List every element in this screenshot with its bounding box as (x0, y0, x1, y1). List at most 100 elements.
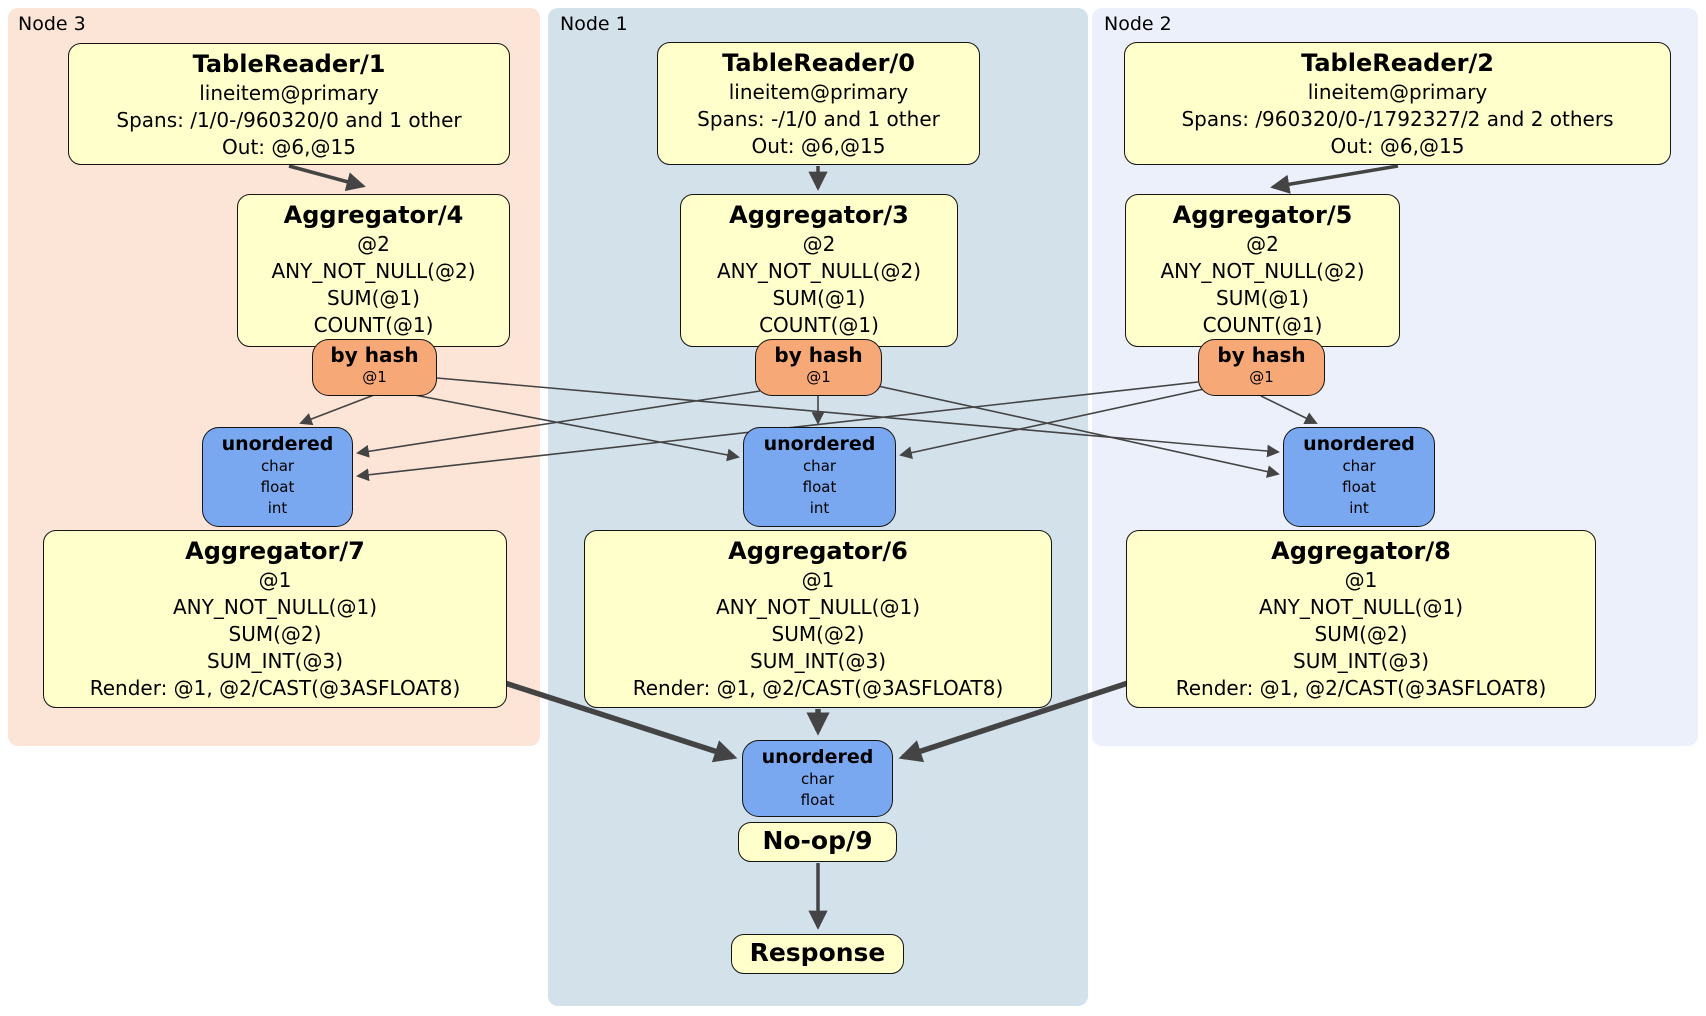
processor-line: SUM(@1) (327, 286, 420, 310)
router-title: by hash (774, 343, 863, 367)
processor-tablereader-0: TableReader/0 lineitem@primary Spans: -/… (657, 42, 980, 165)
processor-title: TableReader/0 (722, 49, 915, 77)
edge-hash3-uno1 (403, 392, 740, 462)
processor-title: Aggregator/6 (728, 537, 908, 565)
processor-line: Render: @1, @2/CAST(@3ASFLOAT8) (1175, 676, 1547, 700)
processor-line: ANY_NOT_NULL(@2) (717, 259, 921, 283)
processor-line: lineitem@primary (728, 80, 909, 104)
edge-hash3-uno2 (436, 377, 1280, 458)
processor-title: Aggregator/4 (283, 201, 464, 229)
sync-stream: char (260, 457, 295, 475)
processor-line: Render: @1, @2/CAST(@3ASFLOAT8) (89, 676, 461, 700)
panel-label-node-1: Node 1 (560, 13, 628, 35)
sync-unordered-node3: unordered char float int (202, 427, 353, 527)
processor-line: Out: @6,@15 (222, 135, 356, 159)
edge-hash1-uno3 (356, 390, 761, 458)
processor-line: ANY_NOT_NULL(@2) (271, 259, 476, 283)
processor-line: SUM_INT(@3) (207, 649, 343, 673)
processor-aggregator-4: Aggregator/4 @2 ANY_NOT_NULL(@2) SUM(@1)… (237, 194, 510, 347)
processor-noop-9: No-op/9 (738, 822, 897, 862)
router-by-hash-node1: by hash @1 (755, 339, 882, 396)
processor-line: SUM_INT(@3) (750, 649, 886, 673)
panel-label-node-3: Node 3 (18, 13, 86, 35)
processor-line: SUM(@1) (1216, 286, 1309, 310)
processor-aggregator-8: Aggregator/8 @1 ANY_NOT_NULL(@1) SUM(@2)… (1126, 530, 1596, 708)
processor-line: @2 (357, 232, 390, 256)
processor-line: SUM(@2) (1314, 622, 1408, 646)
response-box: Response (731, 934, 904, 974)
sync-stream: float (1342, 478, 1376, 496)
sync-unordered-final: unordered char float (742, 740, 893, 817)
processor-aggregator-7: Aggregator/7 @1 ANY_NOT_NULL(@1) SUM(@2)… (43, 530, 507, 708)
processor-title: Aggregator/3 (729, 201, 909, 229)
router-by-hash-node2: by hash @1 (1198, 339, 1325, 396)
processor-line: lineitem@primary (1307, 80, 1488, 104)
processor-line: SUM(@2) (228, 622, 322, 646)
processor-line: Out: @6,@15 (1330, 134, 1465, 158)
router-detail: @1 (1249, 368, 1274, 386)
processor-line: @1 (801, 568, 835, 592)
processor-line: ANY_NOT_NULL(@2) (1160, 259, 1365, 283)
processor-tablereader-2: TableReader/2 lineitem@primary Spans: /9… (1124, 42, 1671, 165)
edge-agg8-unofinal (898, 680, 1129, 763)
sync-stream: float (802, 478, 837, 496)
edge-hash1-uno2 (877, 385, 1280, 478)
sync-title: unordered (761, 746, 874, 768)
processor-line: Out: @6,@15 (751, 134, 886, 158)
sync-stream: float (260, 478, 295, 496)
sync-stream: char (1342, 457, 1376, 475)
processor-line: ANY_NOT_NULL(@1) (1259, 595, 1463, 619)
processor-line: SUM_INT(@3) (1293, 649, 1429, 673)
edge-agg7-unofinal (504, 680, 738, 763)
sync-unordered-node1: unordered char float int (743, 427, 896, 527)
edge-hash2-uno2 (1260, 395, 1318, 424)
sync-stream: char (800, 770, 835, 788)
processor-aggregator-5: Aggregator/5 @2 ANY_NOT_NULL(@2) SUM(@1)… (1125, 194, 1400, 347)
processor-aggregator-6: Aggregator/6 @1 ANY_NOT_NULL(@1) SUM(@2)… (584, 530, 1052, 708)
processor-tablereader-1: TableReader/1 lineitem@primary Spans: /1… (68, 43, 510, 165)
processor-title: Aggregator/7 (185, 537, 365, 565)
edge-tr2-agg5 (1270, 164, 1399, 194)
router-title: by hash (1217, 343, 1306, 367)
processor-title: Aggregator/8 (1271, 537, 1451, 565)
processor-line: SUM(@1) (772, 286, 866, 310)
sync-title: unordered (221, 433, 334, 455)
sync-title: unordered (763, 433, 876, 455)
processor-line: Spans: /960320/0-/1792327/2 and 2 others (1181, 107, 1614, 131)
sync-stream: float (800, 791, 835, 809)
sync-stream: char (802, 457, 837, 475)
sync-stream: int (267, 499, 288, 517)
processor-line: @1 (258, 568, 292, 592)
processor-line: @2 (1246, 232, 1279, 256)
processor-title: TableReader/1 (192, 50, 386, 78)
processor-line: Spans: -/1/0 and 1 other (697, 107, 940, 131)
processor-line: @1 (1344, 568, 1378, 592)
processor-line: @2 (802, 232, 836, 256)
processor-title: No-op/9 (762, 826, 873, 855)
processor-line: ANY_NOT_NULL(@1) (716, 595, 920, 619)
response-title: Response (749, 938, 886, 967)
router-title: by hash (330, 343, 419, 367)
processor-line: COUNT(@1) (759, 313, 879, 337)
processor-aggregator-3: Aggregator/3 @2 ANY_NOT_NULL(@2) SUM(@1)… (680, 194, 958, 347)
edge-hash3-uno3 (299, 394, 375, 426)
processor-line: SUM(@2) (771, 622, 865, 646)
sync-stream: int (1349, 499, 1369, 517)
sync-stream: int (809, 499, 830, 517)
processor-title: TableReader/2 (1301, 49, 1494, 77)
sync-unordered-node2: unordered char float int (1283, 427, 1435, 527)
processor-line: COUNT(@1) (313, 313, 434, 337)
processor-line: Render: @1, @2/CAST(@3ASFLOAT8) (632, 676, 1004, 700)
router-detail: @1 (806, 368, 831, 386)
router-detail: @1 (362, 368, 387, 386)
sync-title: unordered (1303, 433, 1415, 455)
router-by-hash-node3: by hash @1 (312, 339, 437, 396)
processor-line: COUNT(@1) (1202, 313, 1323, 337)
processor-line: lineitem@primary (199, 81, 379, 105)
edge-hash2-uno1 (899, 388, 1205, 459)
processor-line: ANY_NOT_NULL(@1) (173, 595, 377, 619)
processor-line: Spans: /1/0-/960320/0 and 1 other (116, 108, 462, 132)
edge-tr1-agg4 (288, 164, 366, 192)
